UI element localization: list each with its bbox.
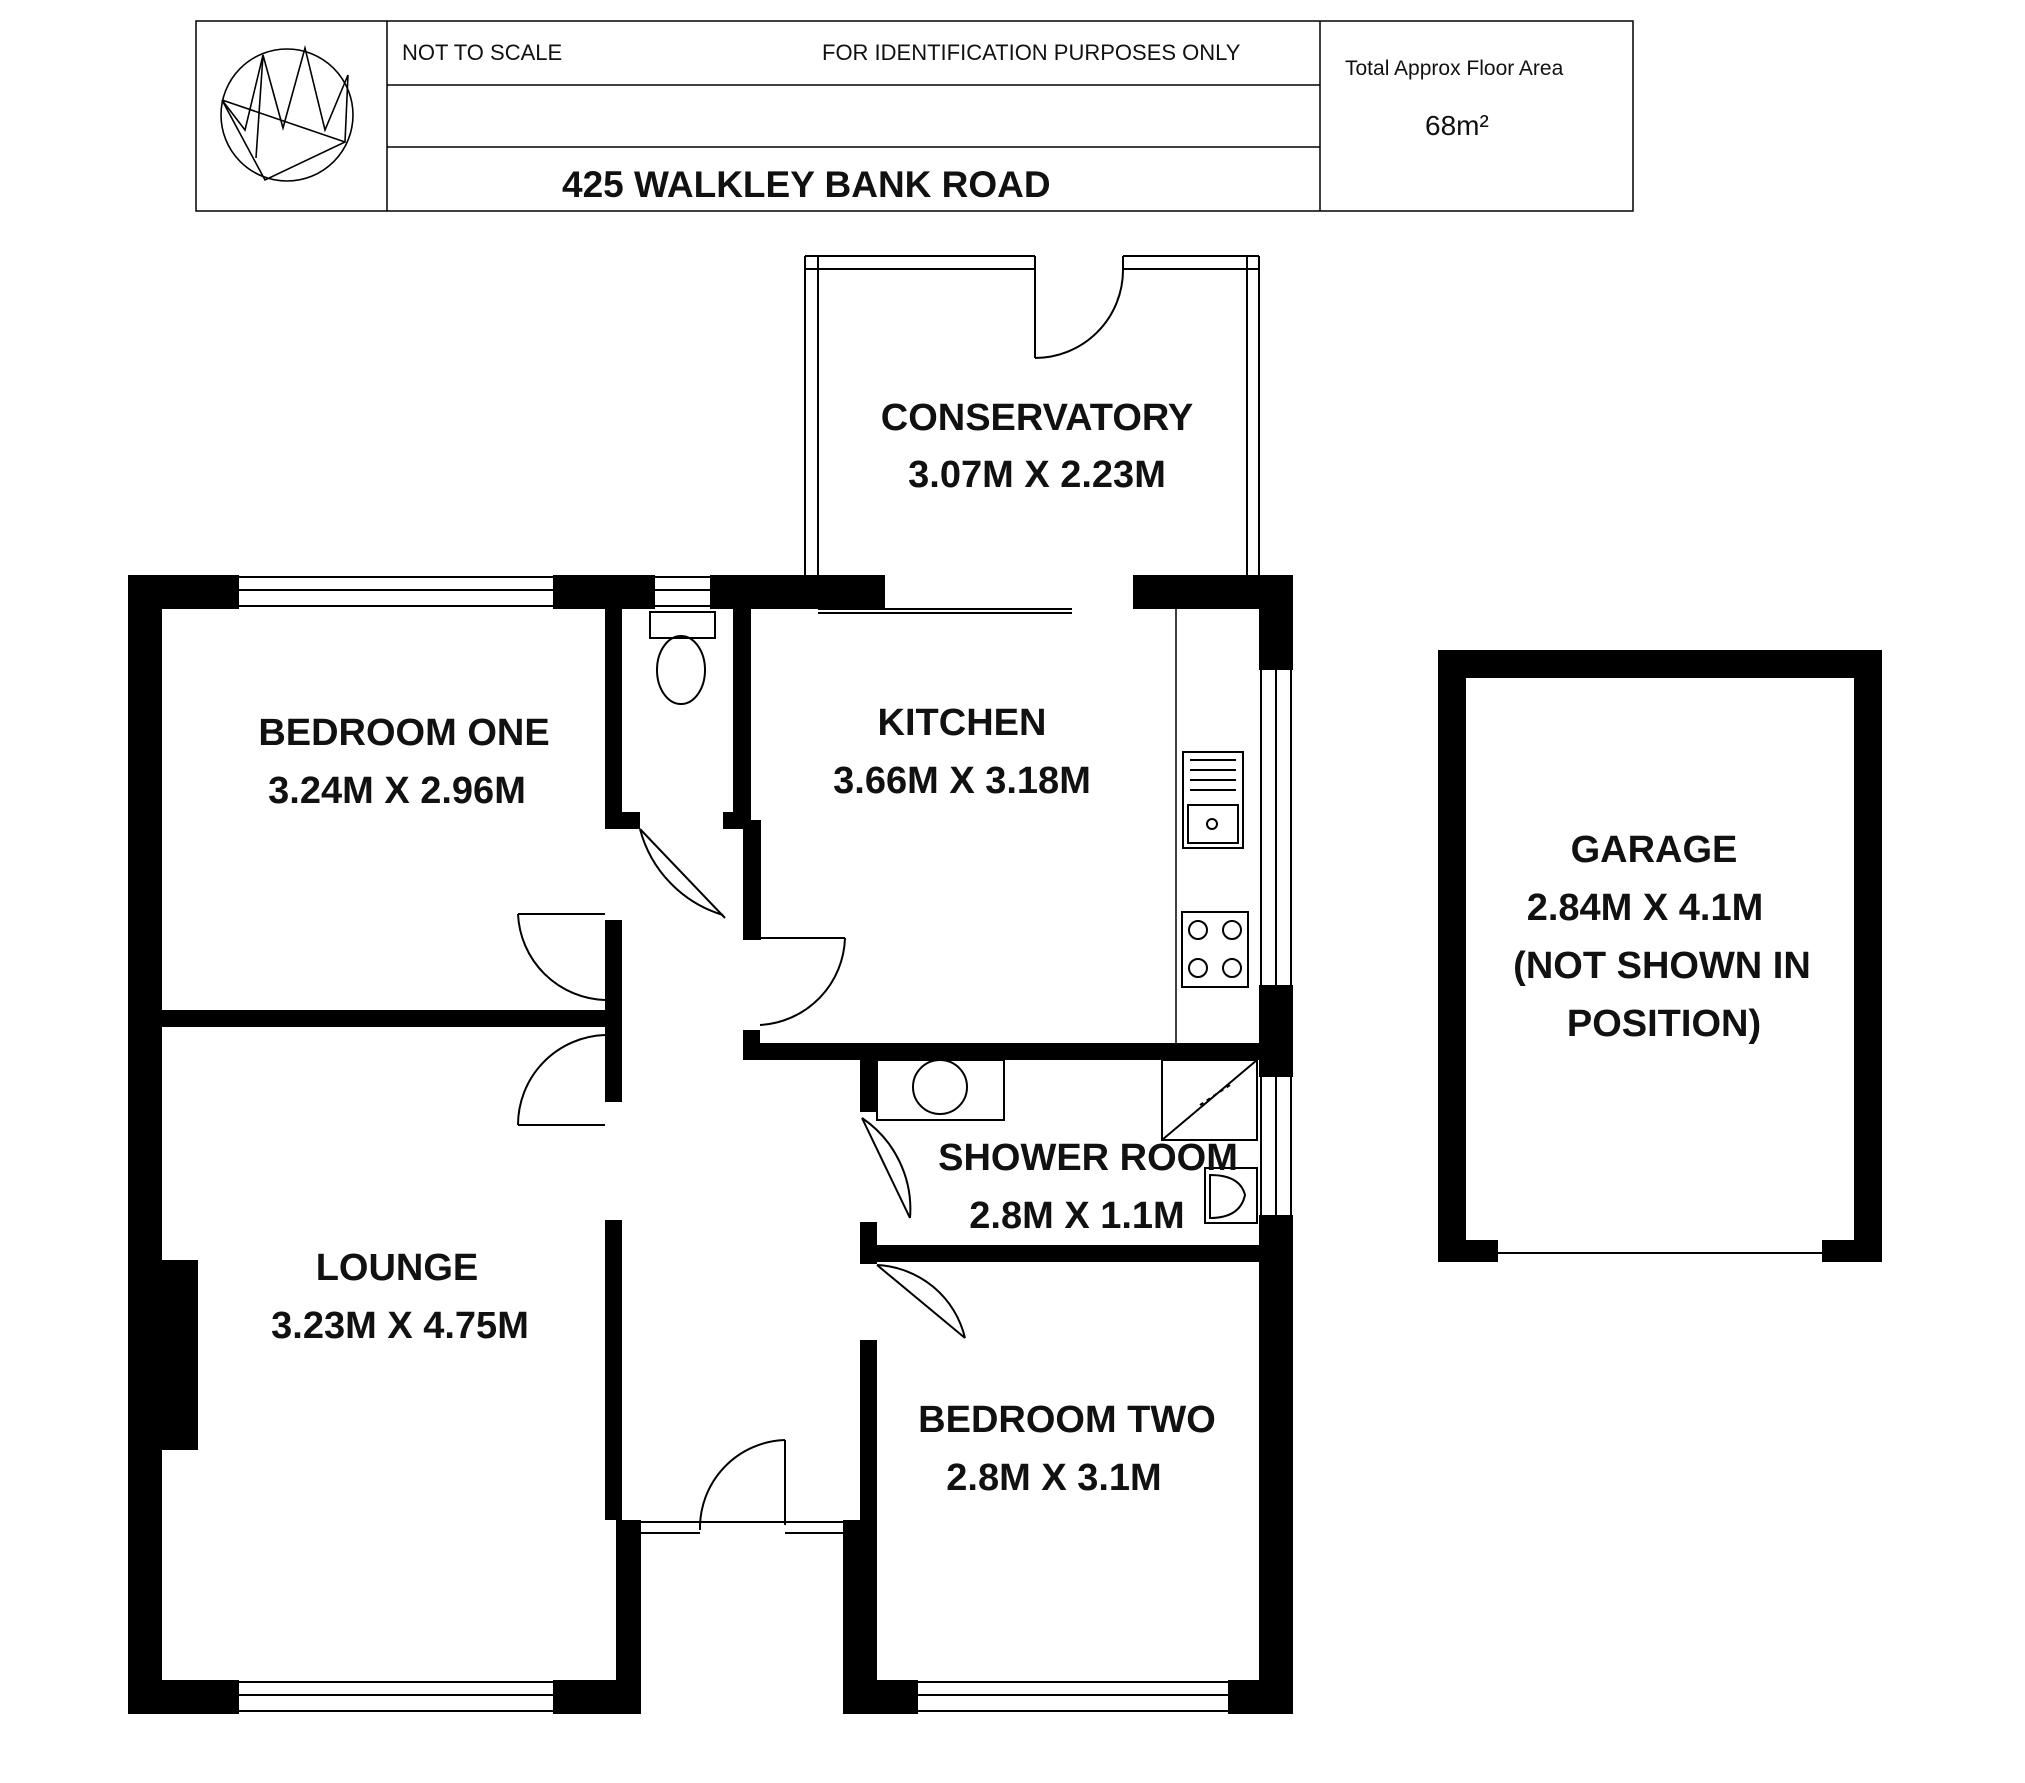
kitchen-name: KITCHEN xyxy=(878,702,1047,744)
bedroom-one-name: BEDROOM ONE xyxy=(258,712,549,754)
conservatory-size: 3.07M X 2.23M xyxy=(908,454,1166,496)
address-title: 425 WALKLEY BANK ROAD xyxy=(562,164,1051,205)
garage-note-line1: (NOT SHOWN IN xyxy=(1513,945,1811,987)
hob-icon xyxy=(1181,911,1249,988)
kitchen-size: 3.66M X 3.18M xyxy=(833,760,1091,802)
lounge-name: LOUNGE xyxy=(316,1247,479,1289)
wc-icon xyxy=(649,611,716,705)
lounge-size: 3.23M X 4.75M xyxy=(271,1305,529,1347)
logo-crown-icon xyxy=(220,44,354,182)
area-label: Total Approx Floor Area xyxy=(1345,57,1564,80)
bedroom-one-size: 3.24M X 2.96M xyxy=(268,770,526,812)
windows xyxy=(239,576,1292,1712)
shower-icon xyxy=(1161,1059,1258,1141)
header-box xyxy=(195,20,1634,212)
conservatory-walls xyxy=(804,255,1260,575)
shower-room-size: 2.8M X 1.1M xyxy=(969,1195,1184,1237)
conservatory-name: CONSERVATORY xyxy=(881,397,1194,439)
bedroom-two-name: BEDROOM TWO xyxy=(918,1399,1216,1441)
garage-size: 2.84M X 4.1M xyxy=(1527,887,1764,929)
bedroom-two-size: 2.8M X 3.1M xyxy=(946,1457,1161,1499)
basin-icon xyxy=(1204,1167,1258,1224)
doors xyxy=(517,828,966,1531)
garage xyxy=(1438,650,1882,1262)
shower-room-name: SHOWER ROOM xyxy=(938,1137,1238,1179)
garage-name: GARAGE xyxy=(1571,829,1738,871)
garage-note-line2: POSITION) xyxy=(1567,1003,1761,1045)
scale-note: NOT TO SCALE xyxy=(402,40,562,65)
sink-icon xyxy=(1182,751,1244,849)
exterior-walls xyxy=(128,575,1293,1714)
purpose-note: FOR IDENTIFICATION PURPOSES ONLY xyxy=(822,40,1241,65)
area-value: 68m² xyxy=(1425,110,1489,141)
internal-walls xyxy=(162,609,1259,1520)
utility-cupboard xyxy=(876,1059,1005,1121)
